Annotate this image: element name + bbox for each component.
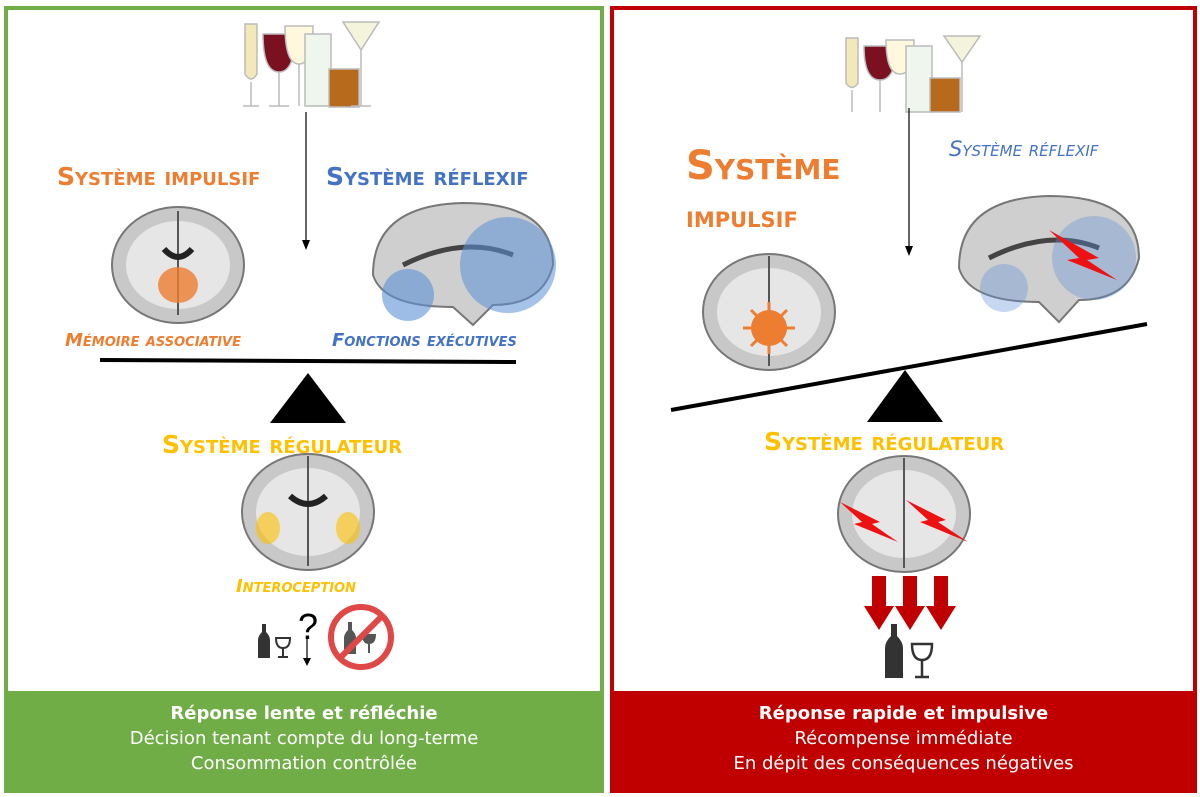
impulsive-system-title-line1: Système: [686, 143, 841, 189]
right-footer-title: Réponse rapide et impulsive: [758, 703, 1049, 724]
left-footer: Réponse lente et réfléchie Décision tena…: [8, 691, 600, 789]
left-footer-title: Réponse lente et réfléchie: [170, 703, 438, 724]
bottle-glass-icon: [258, 624, 292, 658]
small-down-arrow-icon: [303, 638, 311, 666]
lightning-icon: [840, 502, 898, 542]
down-arrow-icon: [905, 108, 913, 256]
reflexive-system-title: Système réflexif: [949, 137, 1099, 161]
panel-imbalanced: Système impulsif Système réflexif Systèm…: [610, 6, 1197, 793]
right-footer: Réponse rapide et impulsive Récompense i…: [614, 691, 1193, 789]
lightning-icon: [1049, 230, 1117, 280]
impulsive-system-title-line2: impulsif: [686, 200, 798, 235]
three-down-arrows-icon: [864, 576, 956, 630]
regulator-system-title: Système régulateur: [764, 427, 1005, 456]
reflexive-system-title: Système réflexif: [326, 162, 529, 191]
impulsive-system-title: Système impulsif: [57, 162, 261, 191]
executive-functions-label: Fonctions exécutives: [332, 330, 517, 351]
drinks-glasses-icon: [243, 21, 381, 108]
interoception-label: Interoception: [236, 576, 356, 597]
sagittal-brain-reflexive-image: [957, 194, 1141, 324]
coronal-brain-regulator-image: [837, 455, 971, 573]
coronal-brain-impulsive-image: [702, 253, 836, 371]
associative-memory-label: Mémoire associative: [65, 330, 241, 351]
regulator-system-title: Système régulateur: [162, 430, 403, 459]
right-footer-line3: En dépit des conséquences négatives: [733, 753, 1074, 774]
left-footer-line2: Décision tenant compte du long-terme: [129, 728, 479, 749]
coronal-brain-impulsive-image: [111, 206, 245, 324]
question-mark: ?: [298, 606, 319, 647]
sun-burst-icon: [743, 302, 795, 354]
drinks-glasses-icon: [845, 35, 982, 113]
coronal-brain-regulator-image: [241, 453, 375, 571]
no-alcohol-icon: [328, 604, 394, 670]
panel-balanced: Système impulsif Système réflexif Mémoir…: [4, 6, 604, 793]
tilted-balance-scale: [670, 322, 1148, 422]
left-footer-line3: Consommation contrôlée: [190, 753, 418, 774]
balance-scale: [99, 358, 517, 423]
lightning-icon: [906, 500, 968, 542]
down-arrow-icon: [302, 112, 310, 250]
right-footer-line2: Récompense immédiate: [794, 728, 1013, 749]
sagittal-brain-reflexive-image: [371, 201, 556, 327]
bottle-glass-icon: [885, 624, 934, 679]
